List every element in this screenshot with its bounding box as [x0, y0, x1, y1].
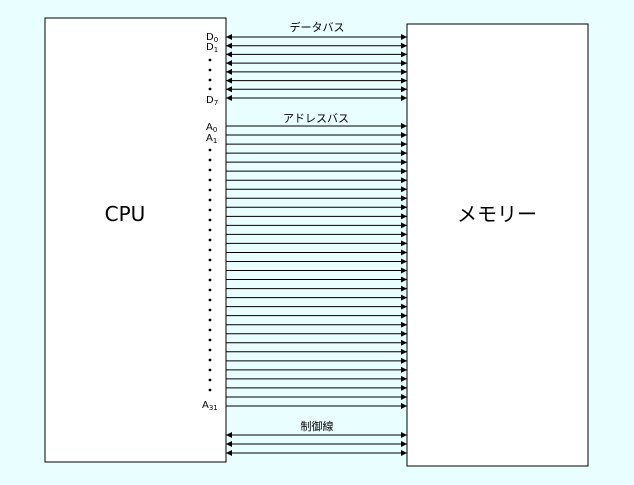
memory-label: メモリー [457, 202, 537, 226]
address-bus-ellipsis-dot [208, 328, 212, 332]
address-bus-ellipsis-dot [208, 188, 212, 192]
address-bus-ellipsis-dot [208, 338, 212, 342]
cpu-label: CPU [105, 202, 146, 226]
address-bus-ellipsis-dot [208, 148, 212, 152]
address-bus-ellipsis-dot [208, 208, 212, 212]
data-bus-ellipsis-dot [208, 87, 212, 91]
pin-label-d0: D0 [206, 32, 218, 44]
address-bus-ellipsis-dot [208, 288, 212, 292]
memory-box [406, 23, 589, 467]
address-bus-ellipsis-dot [208, 258, 212, 262]
address-bus-lines [226, 123, 407, 409]
address-bus-ellipsis-dot [208, 388, 212, 392]
pin-label-a1: A1 [206, 133, 217, 145]
address-bus-ellipsis-dot [208, 298, 212, 302]
ellipsis-dots [208, 58, 212, 392]
address-bus-ellipsis-dot [208, 308, 212, 312]
pin-label-a31: A31 [202, 400, 218, 412]
address-bus-ellipsis-dot [208, 358, 212, 362]
data-bus-ellipsis-dot [208, 68, 212, 72]
address-bus-ellipsis-dot [208, 268, 212, 272]
address-bus-ellipsis-dot [208, 348, 212, 352]
address-bus-ellipsis-dot [208, 198, 212, 202]
cpu-box [44, 17, 227, 463]
address-bus-ellipsis-dot [208, 238, 212, 242]
address-bus-ellipsis-dot [208, 158, 212, 162]
address-bus-ellipsis-dot [208, 378, 212, 382]
data-bus-lines [226, 34, 407, 101]
pin-label-a0: A0 [206, 122, 217, 134]
data-bus-ellipsis-dot [208, 78, 212, 82]
pin-label-d7: D7 [206, 95, 218, 107]
control-bus-title: 制御線 [301, 419, 334, 433]
address-bus-ellipsis-dot [208, 368, 212, 372]
address-bus-ellipsis-dot [208, 218, 212, 222]
address-bus-ellipsis-dot [208, 318, 212, 322]
address-bus-ellipsis-dot [208, 178, 212, 182]
address-bus-ellipsis-dot [208, 228, 212, 232]
data-bus-ellipsis-dot [208, 58, 212, 62]
address-bus-ellipsis-dot [208, 168, 212, 172]
address-bus-title: アドレスバス [283, 112, 349, 125]
address-bus-ellipsis-dot [208, 248, 212, 252]
pin-label-d1: D1 [206, 42, 218, 54]
address-bus-ellipsis-dot [208, 278, 212, 282]
data-bus-title: データバス [290, 20, 345, 34]
control-bus-lines [226, 432, 407, 456]
